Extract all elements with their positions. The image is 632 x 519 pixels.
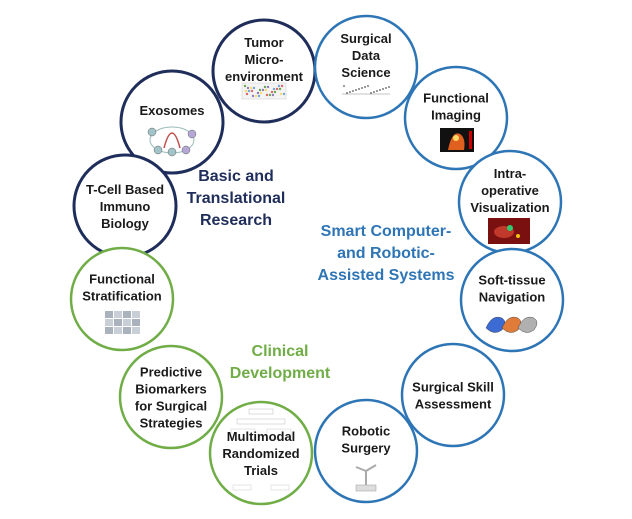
topic-label-line: Robotic (342, 424, 390, 439)
group-label-basic: Basic and Translational Research (187, 168, 286, 229)
topic-label-line: Imaging (431, 108, 481, 123)
topic-label-line: Exosomes (139, 103, 204, 118)
microscopy-grid-thumbnail-icon (105, 311, 140, 334)
topic-label-line: Biology (101, 216, 149, 231)
timeline-plot-thumbnail-icon (342, 85, 390, 95)
group-label-clinical-line: Development (230, 365, 331, 382)
topic-label-line: Tumor (244, 35, 283, 50)
topic-label-line: Randomized (222, 446, 299, 461)
topic-circle (459, 247, 565, 353)
group-label-smart-line: Assisted Systems (318, 267, 455, 284)
topic-label-line: Immuno (100, 199, 151, 214)
topic-label-line: operative (481, 183, 539, 198)
topic-label-line: Micro- (245, 52, 284, 67)
liver-models-thumbnail-icon (485, 316, 538, 333)
topic-exosomes: Exosomes (119, 69, 225, 175)
group-label-basic-line: Translational (187, 190, 286, 207)
topic-label-line: Trials (244, 463, 278, 478)
topic-label-line: T-Cell Based (86, 182, 164, 197)
topic-label-line: Functional (89, 272, 155, 287)
topic-label-line: Biomarkers (135, 382, 207, 397)
topic-label-line: Assessment (415, 397, 492, 412)
topic-label-line: Navigation (479, 290, 546, 305)
topic-label-line: Science (341, 65, 390, 80)
group-label-smart-line: Smart Computer- (321, 223, 452, 240)
group-label-smart: Smart Computer- and Robotic- Assisted Sy… (318, 223, 455, 284)
topic-label-line: Data (352, 48, 381, 63)
scatter-plot-thumbnail-icon (241, 82, 287, 100)
topic-label-line: Stratification (82, 289, 162, 304)
group-label-clinical-line: Clinical (252, 343, 309, 360)
topic-label-line: Soft-tissue (478, 273, 545, 288)
topic-label-line: environment (225, 69, 304, 84)
group-label-clinical: Clinical Development (230, 343, 331, 382)
topic-circle (403, 65, 509, 171)
exosome-cycle-thumbnail-icon (147, 126, 197, 157)
topic-circle (400, 342, 506, 448)
topic-circle (69, 246, 175, 352)
topic-label-line: Functional (423, 91, 489, 106)
flowchart-thumbnail-icon (230, 408, 292, 491)
endoscopy-image-thumbnail-icon (488, 218, 530, 244)
topic-label-line: Surgical Skill (412, 380, 494, 395)
surgical-robot-thumbnail-icon (355, 464, 377, 492)
topic-circle (119, 69, 225, 175)
group-label-basic-line: Basic and (198, 168, 274, 185)
topic-circle (118, 344, 224, 450)
topic-circle (208, 400, 314, 506)
thermal-image-thumbnail-icon (440, 128, 474, 152)
topic-label-line: Predictive (140, 365, 202, 380)
topic-label-line: Surgery (341, 441, 391, 456)
topic-circle (313, 398, 419, 504)
group-label-smart-line: and Robotic- (337, 245, 435, 262)
topic-label-line: for Surgical (135, 399, 207, 414)
topic-circle (313, 14, 419, 120)
topic-label-line: Surgical (340, 31, 391, 46)
topic-label-line: Strategies (140, 416, 203, 431)
topic-label-line: Visualization (470, 200, 549, 215)
topic-label-line: Multimodal (227, 429, 296, 444)
topic-label-line: Intra- (494, 166, 527, 181)
group-label-basic-line: Research (200, 212, 272, 229)
